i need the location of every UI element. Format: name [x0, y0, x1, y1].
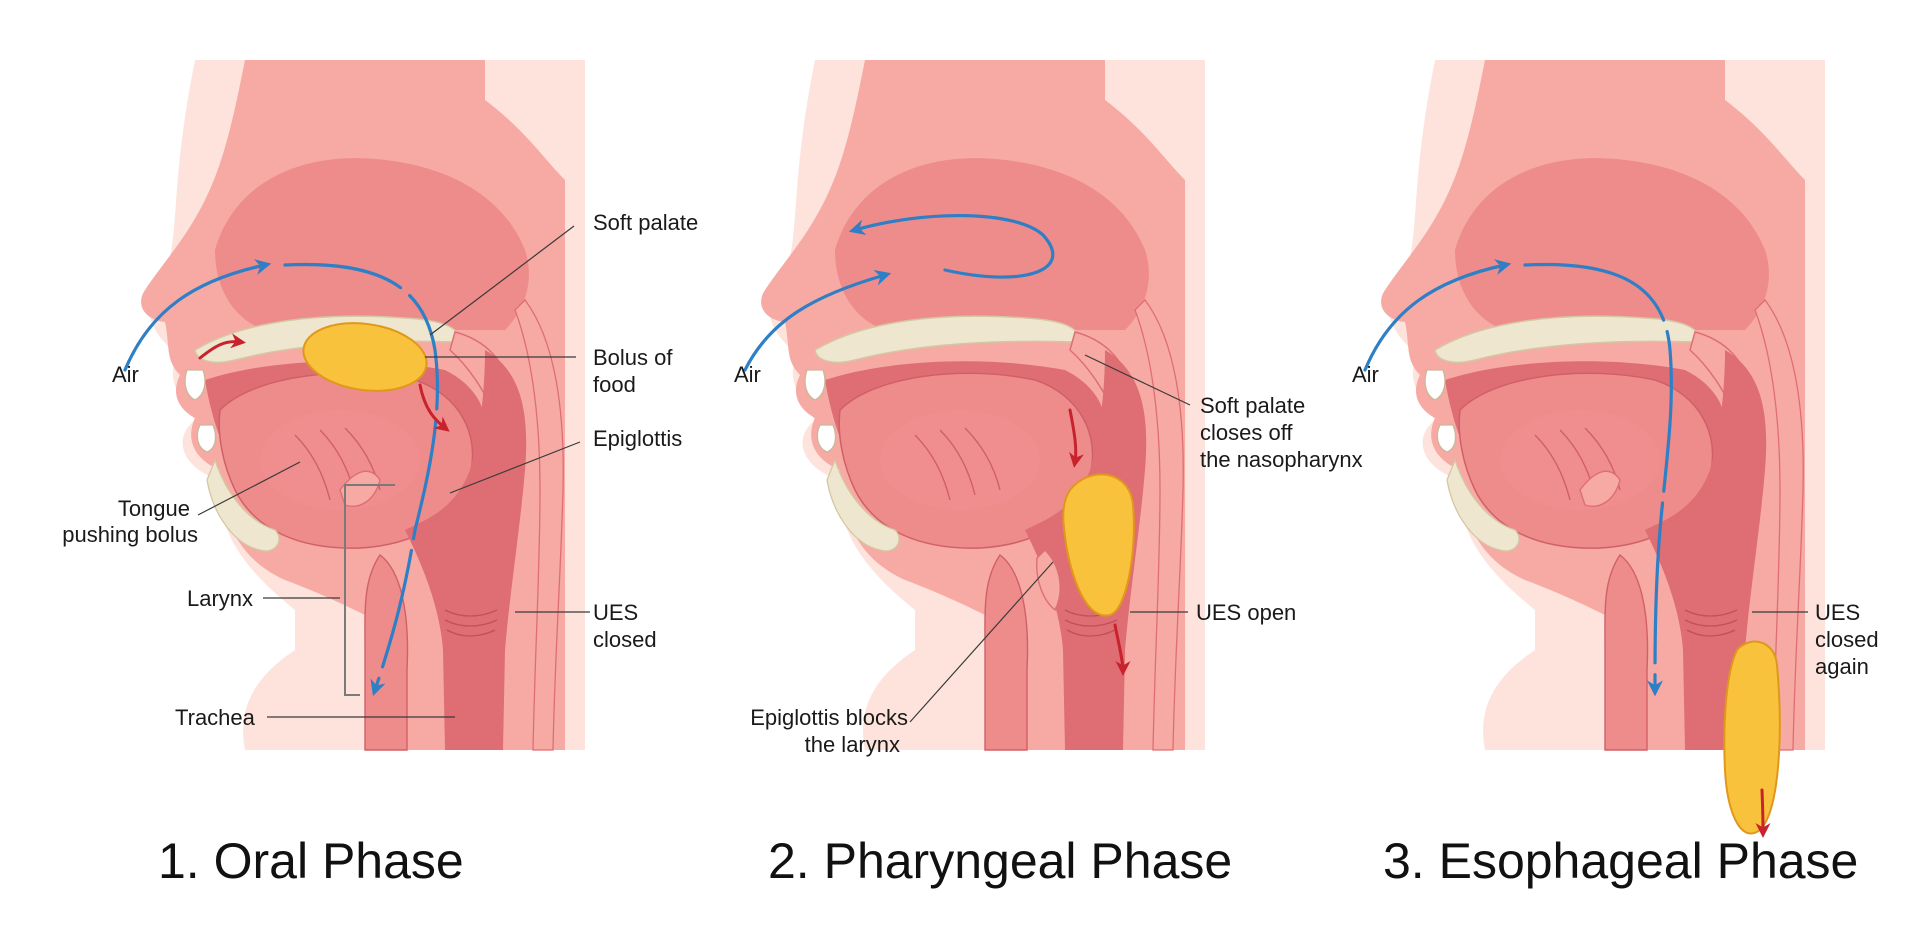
food-arrow	[1755, 788, 1771, 838]
food-arrow	[198, 333, 246, 360]
panel-pharyngeal-phase-leaders	[909, 354, 1191, 723]
label-ues-line1: UES	[593, 600, 638, 625]
tongue-leader	[197, 461, 301, 516]
label-ues-line2: closed	[1815, 627, 1879, 652]
pharyngeal-phase-illustration	[760, 59, 1206, 751]
larynx-bracket	[344, 484, 395, 696]
panel-esophageal-phase	[1363, 59, 1826, 838]
panel-oral-phase-leaders	[197, 225, 590, 718]
soft-palate-leader	[1084, 354, 1191, 406]
air-loop-arrow	[848, 213, 1055, 279]
panel-title: 2. Pharyngeal Phase	[768, 833, 1232, 889]
panel-title: 3. Esophageal Phase	[1383, 833, 1858, 889]
label-bolus-line1: Bolus of	[593, 345, 673, 370]
air-arrow	[123, 259, 272, 372]
panel-title: 1. Oral Phase	[158, 833, 464, 889]
label-ues-line1: UES	[1815, 600, 1860, 625]
label-air: Air	[734, 362, 761, 387]
label-tongue-line2: pushing bolus	[62, 522, 198, 547]
bolus-shape	[1723, 640, 1781, 835]
label-epiglottis-line2: the larynx	[805, 732, 900, 757]
epiglottis-shape	[1579, 470, 1621, 507]
panel-pharyngeal-phase	[743, 59, 1206, 751]
label-air: Air	[1352, 362, 1379, 387]
air-flow-arrow	[1523, 262, 1673, 697]
label-air: Air	[112, 362, 139, 387]
panel-oral-phase	[123, 59, 586, 751]
label-epiglottis-line1: Epiglottis blocks	[750, 705, 908, 730]
bolus-shape	[302, 322, 428, 392]
epiglottis-shape	[339, 470, 381, 507]
air-arrow	[1363, 259, 1512, 372]
label-ues-line2: closed	[593, 627, 657, 652]
food-arrow	[1068, 408, 1084, 468]
label-tongue-line1: Tongue	[118, 496, 190, 521]
epiglottis-leader	[449, 441, 581, 494]
oral-phase-illustration	[140, 59, 586, 751]
label-ues-line3: again	[1815, 654, 1869, 679]
label-larynx: Larynx	[187, 586, 253, 611]
label-trachea: Trachea	[175, 705, 256, 730]
food-arrow	[418, 383, 450, 432]
label-epiglottis: Epiglottis	[593, 426, 682, 451]
epiglottis-leader	[909, 561, 1054, 723]
food-arrow	[1113, 623, 1131, 676]
label-soft-palate-line2: closes off	[1200, 420, 1293, 445]
bolus-shape	[1062, 473, 1135, 617]
epiglottis-shape	[1036, 549, 1061, 612]
label-soft-palate-line3: the nasopharynx	[1200, 447, 1363, 472]
label-soft-palate: Soft palate	[593, 210, 698, 235]
air-arrow	[743, 269, 892, 372]
soft-palate-leader	[429, 225, 575, 336]
label-soft-palate-line1: Soft palate	[1200, 393, 1305, 418]
label-bolus-line2: food	[593, 372, 636, 397]
label-ues-open: UES open	[1196, 600, 1296, 625]
